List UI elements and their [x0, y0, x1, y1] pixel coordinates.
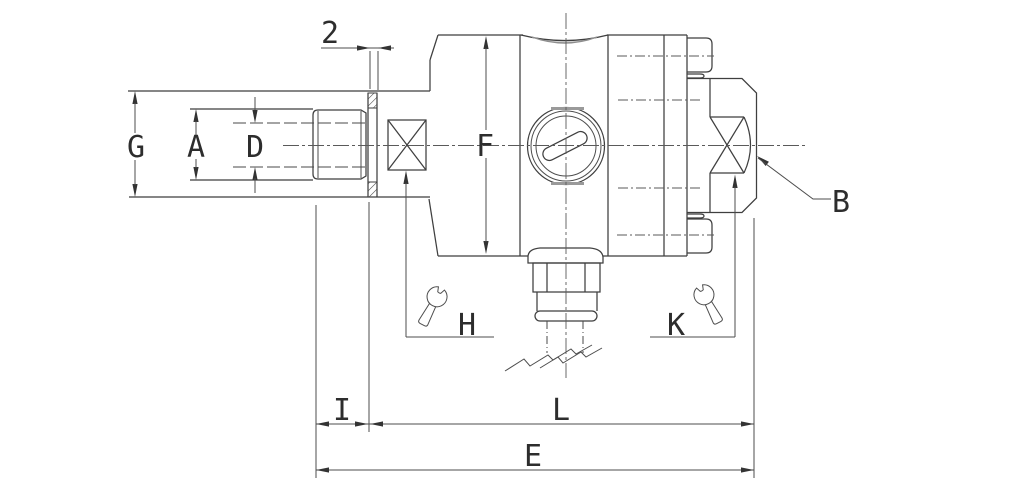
dimension-G: G — [127, 91, 145, 197]
dim-label-G: G — [127, 130, 145, 165]
dim-label-2: 2 — [321, 16, 339, 51]
dim-label-E: E — [524, 439, 542, 474]
dim-label-H: H — [458, 308, 476, 343]
dim-label-K: K — [667, 308, 685, 343]
port-symbol-left — [387, 119, 427, 171]
pipe — [128, 90, 430, 198]
bottom-stem — [504, 247, 604, 372]
port-symbol-right — [709, 116, 752, 174]
dim-label-F: F — [476, 129, 494, 164]
callout-H: H — [403, 170, 494, 343]
dim-label-B: B — [832, 185, 850, 220]
break-line-2 — [539, 347, 603, 369]
top-notch-shade — [521, 35, 608, 43]
callout-B: B — [757, 156, 850, 220]
thread-hidden-lines — [233, 122, 366, 168]
threaded-plug — [312, 109, 367, 180]
centerlines — [283, 13, 806, 378]
dim-label-D: D — [246, 130, 264, 165]
gasket-hatch — [367, 92, 378, 198]
dim-label-L: L — [552, 393, 570, 428]
wrench-icon — [418, 286, 448, 327]
dimension-F: F — [476, 36, 494, 254]
dimension-A: A — [187, 109, 205, 180]
wrench-icon — [693, 284, 723, 325]
break-line — [504, 344, 593, 372]
dimension-D: D — [246, 97, 264, 193]
screw-slot — [542, 130, 588, 162]
dimension-I-L-E: I L E — [315, 202, 755, 478]
right-end-ribs — [687, 37, 713, 254]
dim-label-I: I — [333, 393, 351, 428]
dim-label-A: A — [187, 130, 205, 165]
callout-K: K — [650, 174, 738, 343]
hex-nut — [687, 77, 758, 214]
dimension-2: 2 — [321, 16, 394, 90]
